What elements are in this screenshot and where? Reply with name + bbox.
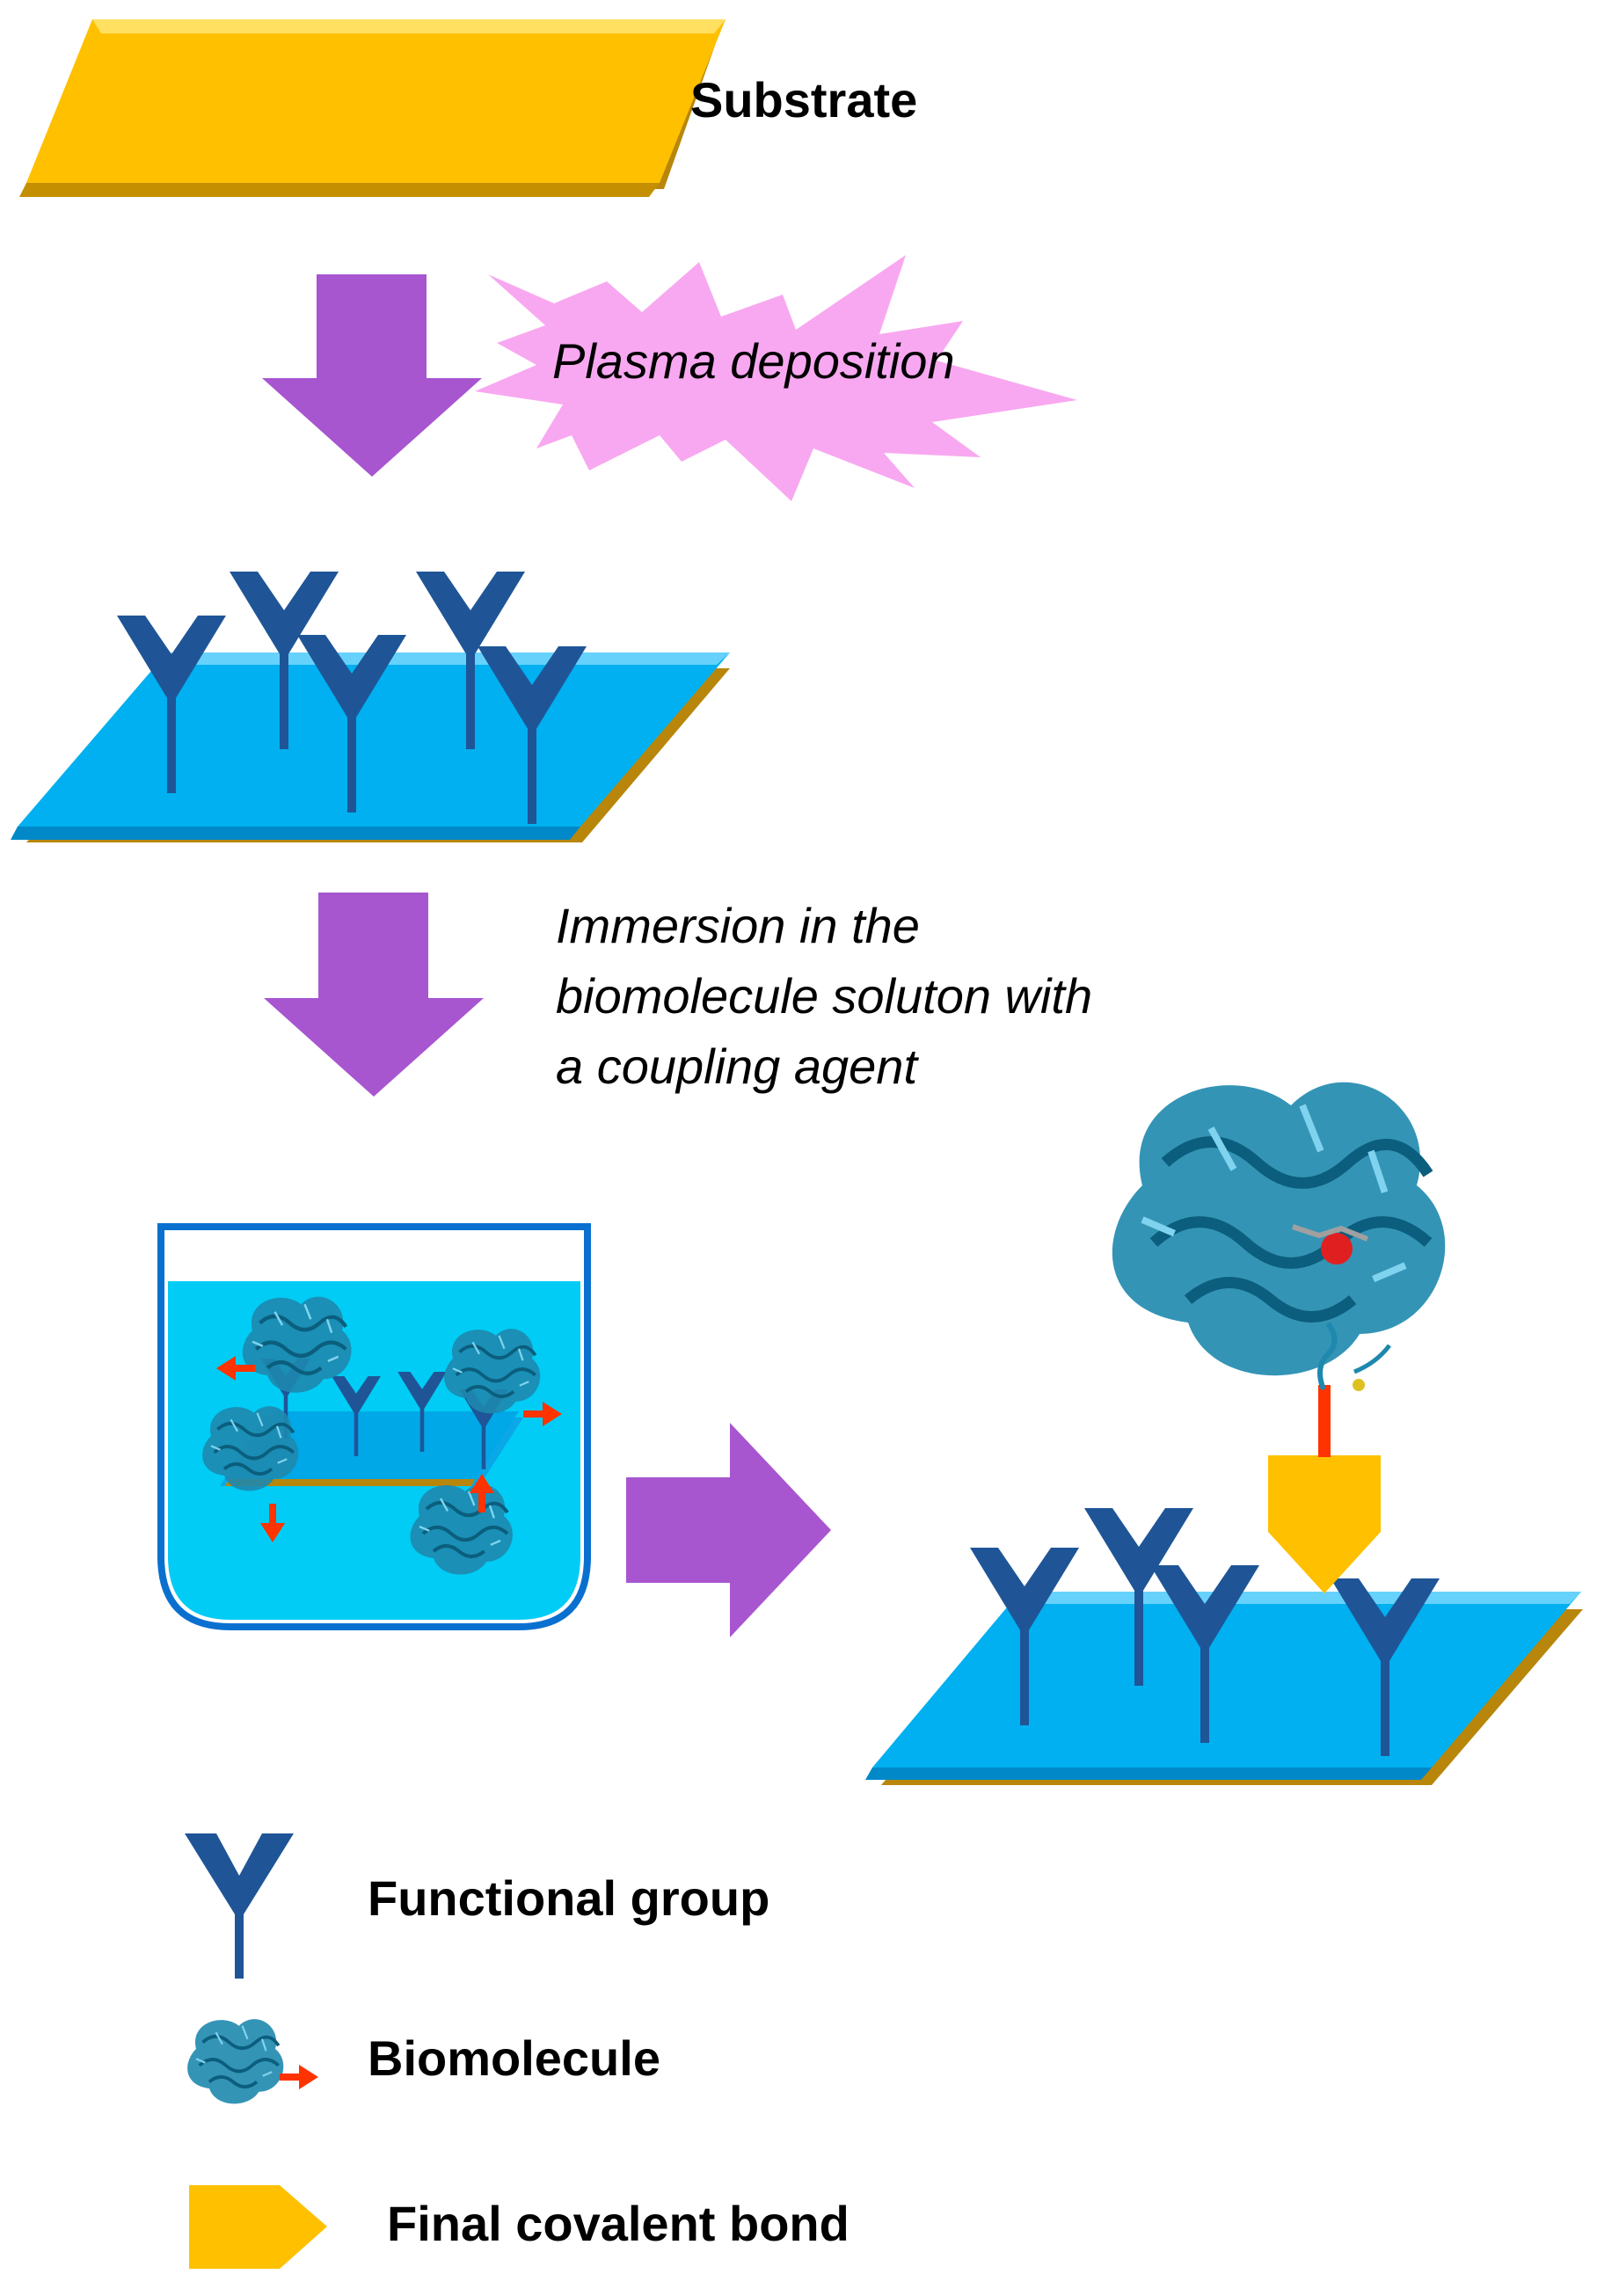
solution-beaker bbox=[157, 1223, 591, 1630]
substrate-plate bbox=[19, 19, 726, 197]
covalent-bond-icon bbox=[189, 2185, 327, 2269]
substrate-label: Substrate bbox=[690, 72, 917, 128]
legend-functional-group: Functional group bbox=[185, 1833, 769, 1979]
covalent-bond-icon bbox=[1268, 1455, 1381, 1593]
linker-stalk bbox=[1318, 1385, 1331, 1457]
plasma-burst-icon bbox=[475, 255, 1077, 501]
legend-functional-group-label: Functional group bbox=[368, 1870, 769, 1926]
process-arrow-3 bbox=[626, 1423, 831, 1637]
final-surface bbox=[865, 1592, 1583, 1785]
immersion-label-line-3: a coupling agent bbox=[556, 1039, 919, 1094]
legend-biomolecule-label: Biomolecule bbox=[368, 2030, 660, 2086]
legend-covalent-bond: Final covalent bond bbox=[189, 2185, 850, 2269]
legend-biomolecule: Biomolecule bbox=[186, 2017, 660, 2106]
immersion-label-line-1: Immersion in the bbox=[556, 898, 920, 953]
immersion-label-line-2: biomolecule soluton with bbox=[556, 968, 1092, 1024]
process-arrow-2 bbox=[264, 893, 484, 1097]
biomolecule-icon bbox=[186, 2017, 286, 2106]
legend-covalent-bond-label: Final covalent bond bbox=[387, 2196, 850, 2251]
process-arrow-1 bbox=[262, 274, 482, 477]
legend: Functional group Biomolecule Final coval… bbox=[185, 1833, 850, 2269]
heme-group-icon bbox=[1321, 1233, 1353, 1265]
plasma-deposition-label: Plasma deposition bbox=[552, 333, 955, 389]
immobilized-biomolecule-icon bbox=[1112, 1082, 1445, 1376]
